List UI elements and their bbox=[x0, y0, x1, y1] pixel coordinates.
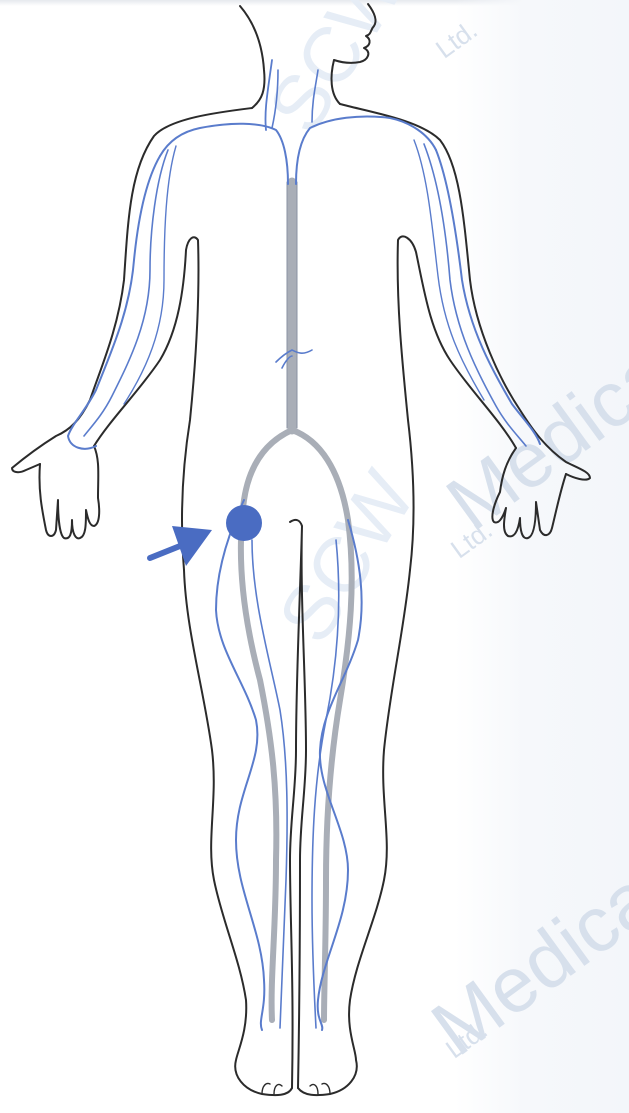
left-arm-inner-outline bbox=[94, 237, 199, 570]
left-arm-outer-outline bbox=[12, 108, 252, 472]
body-outline bbox=[12, 4, 590, 1095]
jugular-right bbox=[312, 70, 318, 122]
left-toes-outline bbox=[262, 1083, 282, 1094]
jugular-left bbox=[265, 60, 272, 130]
right-arm-inner-outline bbox=[398, 236, 516, 570]
vein-network bbox=[68, 60, 540, 1030]
pointer-arrow bbox=[150, 526, 212, 566]
iliac-right-core bbox=[292, 430, 352, 1020]
access-point-marker bbox=[226, 505, 262, 541]
face-profile-outline bbox=[332, 4, 376, 104]
right-arm-vein-outer bbox=[436, 150, 540, 444]
right-hand-outline bbox=[492, 448, 566, 538]
jugular-left-2 bbox=[272, 70, 278, 128]
right-toes-outline bbox=[310, 1083, 330, 1094]
left-hand-outline bbox=[39, 446, 99, 538]
left-arm-vein-outer bbox=[68, 156, 160, 449]
left-leg-vein-inner bbox=[252, 540, 287, 1028]
subclavian-right bbox=[296, 116, 436, 184]
left-arm-vein-inner bbox=[84, 150, 168, 436]
subclavian-left bbox=[160, 124, 288, 184]
inner-legs-outline bbox=[290, 520, 306, 1088]
neck-left-outline bbox=[240, 6, 265, 108]
